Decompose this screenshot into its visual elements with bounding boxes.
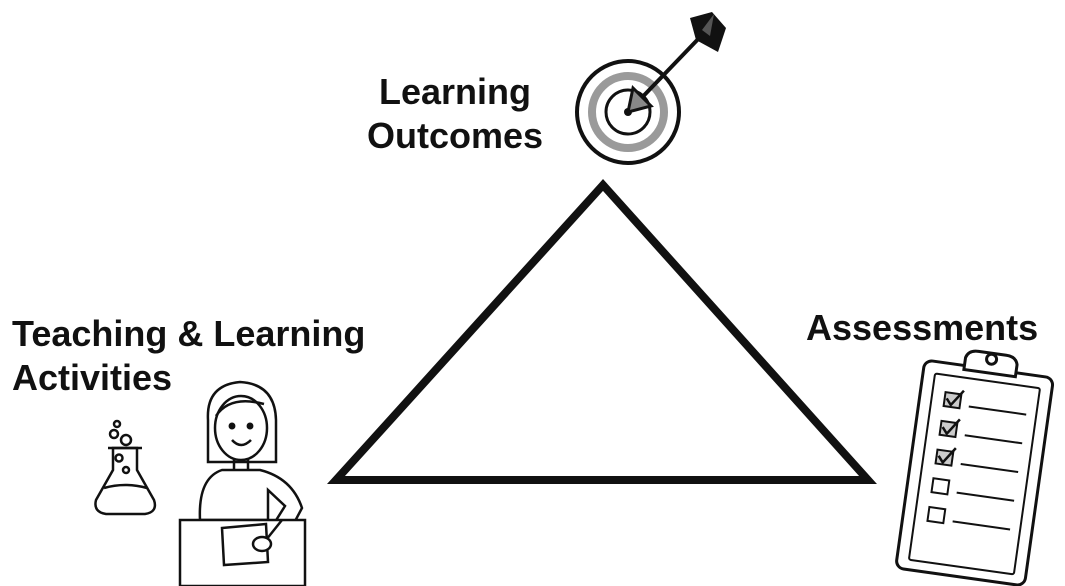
learning-outcomes-line1: Learning xyxy=(378,71,531,112)
teaching-learning-activities-label: Teaching & Learning Activities xyxy=(12,312,365,400)
alignment-triangle xyxy=(326,179,877,484)
learning-outcomes-label: Learning Outcomes xyxy=(350,70,560,158)
activities-line2: Activities xyxy=(12,357,173,398)
assessments-text: Assessments xyxy=(806,307,1039,348)
target-with-arrow-icon xyxy=(575,12,726,165)
activities-line1: Teaching & Learning xyxy=(12,313,366,354)
assessments-label: Assessments xyxy=(806,306,1038,350)
lab-flask-icon xyxy=(94,419,157,516)
student-at-desk-icon xyxy=(178,380,307,586)
clipboard-checklist-icon xyxy=(895,349,1055,586)
learning-outcomes-line2: Outcomes xyxy=(366,115,544,156)
